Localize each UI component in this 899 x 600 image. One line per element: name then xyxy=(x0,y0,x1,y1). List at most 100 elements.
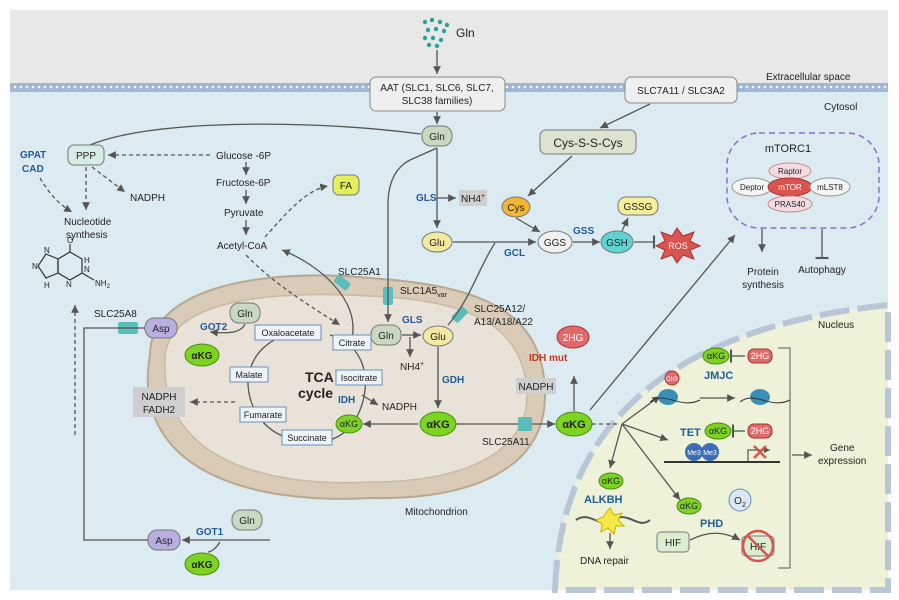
gsh-to-gssg-arrow xyxy=(621,217,629,232)
purine-h2: H xyxy=(44,281,50,290)
gdh-label: GDH xyxy=(442,375,464,386)
2hg-jmjc-node xyxy=(747,348,773,364)
nh4-box xyxy=(459,190,487,206)
gln-mito2-node xyxy=(229,302,261,324)
citrate-export-arrow xyxy=(281,249,354,339)
nadph-mito-label: NADPH xyxy=(382,402,417,413)
purine-n3: N xyxy=(44,246,50,255)
gpat-label: GPAT xyxy=(20,150,46,161)
succinate-node xyxy=(281,429,333,446)
akg-mito1-label: αKG xyxy=(191,351,212,362)
ros-label: ROS xyxy=(668,241,688,251)
nadph-2hg-label: NADPH xyxy=(518,382,553,393)
extracellular-region xyxy=(10,10,888,85)
histone-left-icon xyxy=(658,389,678,405)
slc25a11-label: SLC25A11 xyxy=(482,437,530,448)
purine-n2: N xyxy=(66,280,72,289)
slc25a1-transporter-icon xyxy=(334,274,351,291)
cystine-to-cys-arrow xyxy=(527,155,573,197)
dna-left xyxy=(649,397,701,404)
asp-cyto-label: Asp xyxy=(155,536,173,547)
cys-label: Cys xyxy=(507,203,524,214)
akg-tca-node xyxy=(335,414,363,434)
slc25a12-line2: A13/A18/A22 xyxy=(474,317,533,328)
nadph-fadh2-line1: NADPH xyxy=(141,392,176,403)
purine-nh2: NH2 xyxy=(95,279,111,290)
histone-right-icon xyxy=(750,389,770,405)
gls-cyto-label: GLS xyxy=(416,193,437,204)
akg-mito1-node xyxy=(184,343,220,367)
mitochondrion-label: Mitochondrion xyxy=(405,507,468,518)
gss-label: GSS xyxy=(573,226,594,237)
deptor-label: Deptor xyxy=(740,183,764,192)
jmjc-label: JMJC xyxy=(704,370,733,382)
purine-structure-icon xyxy=(37,244,95,281)
ggs-label: GGS xyxy=(544,238,567,249)
2hg-tet-node xyxy=(747,423,773,439)
nadph-fadh2-line2: FADH2 xyxy=(143,405,176,416)
slc25a1-label: SLC25A1 xyxy=(338,267,381,278)
2hg-jmjc-label: 2HG xyxy=(751,351,770,361)
me3-a-mark xyxy=(685,443,703,461)
glu-mito-exchange xyxy=(447,242,496,326)
me3-a-label: Me3 xyxy=(687,450,701,457)
gln-to-mito-arrow xyxy=(384,147,438,322)
xct-label: SLC7A11 / SLC3A2 xyxy=(637,86,725,97)
glutamine-dots-icon xyxy=(422,17,450,49)
dna-damage-icon xyxy=(594,507,626,535)
glu-cytosol-node xyxy=(421,231,453,253)
nucleotide-line1: Nucleotide xyxy=(64,217,112,228)
nh4-label: NH4+ xyxy=(461,193,485,205)
gln-mito2-label: Gln xyxy=(237,309,253,320)
fructose6p-label: Fructose-6P xyxy=(216,178,271,189)
transcription-blocked-icon xyxy=(753,445,767,459)
idh-label: IDH xyxy=(338,395,355,406)
cystine-label: Cys-S-S-Cys xyxy=(553,136,622,150)
slc25a11-transporter-icon xyxy=(518,417,532,431)
mlst8-node xyxy=(809,177,851,197)
nucleus-label: Nucleus xyxy=(818,320,854,331)
gene-expression-line1: Gene xyxy=(830,443,855,454)
got2-arrow xyxy=(209,323,246,337)
nh4-mito-label: NH4+ xyxy=(400,361,424,373)
nucleotide-line2: synthesis xyxy=(66,230,108,241)
oxaloacetate-label: Oxaloacetate xyxy=(261,328,314,338)
akg-bottom-label: αKG xyxy=(191,560,212,571)
akg-jmjc-label: αKG xyxy=(707,351,725,361)
nadph-ppp-label: NADPH xyxy=(130,193,165,204)
got1-label: GOT1 xyxy=(196,527,224,538)
citrate-node xyxy=(332,334,372,351)
akg-tca-label: αKG xyxy=(340,419,358,429)
2hg-tet-label: 2HG xyxy=(751,426,770,436)
o2-label: O2 xyxy=(734,496,746,509)
hif-node xyxy=(656,531,690,553)
ch3-label: CH3 xyxy=(666,377,679,383)
cys-to-ggs-arrow xyxy=(515,217,541,233)
me3-b-label: Me3 xyxy=(703,450,717,457)
cytosol-label: Cytosol xyxy=(824,102,857,113)
purine-n4: N xyxy=(32,262,38,271)
gene-expression-line2: expression xyxy=(818,456,866,467)
glucose6p-label: Glucose -6P xyxy=(216,151,271,162)
ppp-node xyxy=(67,144,105,166)
nadph-2hg-box xyxy=(516,378,556,394)
fa-label: FA xyxy=(340,181,353,192)
slc25a12-line1: SLC25A12/ xyxy=(474,304,525,315)
malate-label: Malate xyxy=(235,370,262,380)
aat-label-line2: SLC38 families) xyxy=(402,96,473,107)
asp-mito-label: Asp xyxy=(152,324,170,335)
gln-mito-label: Gln xyxy=(378,331,394,342)
aat-transporter-box xyxy=(369,76,506,112)
akg-phd-node xyxy=(676,497,702,515)
glu-mito-label: Glu xyxy=(430,332,446,343)
gln-bottom-label: Gln xyxy=(239,516,255,527)
aat-label-line1: AAT (SLC1, SLC6, SLC7, xyxy=(380,83,494,94)
mtorc1-title: mTORC1 xyxy=(765,143,811,155)
akg-tet-node xyxy=(704,422,732,440)
alkbh-label: ALKBH xyxy=(584,494,623,506)
ros-burst-icon xyxy=(654,227,702,264)
idh-mut-label: IDH mut xyxy=(529,353,568,364)
idh-nadph-arrow xyxy=(361,394,379,406)
2hg-label: 2HG xyxy=(563,333,584,344)
